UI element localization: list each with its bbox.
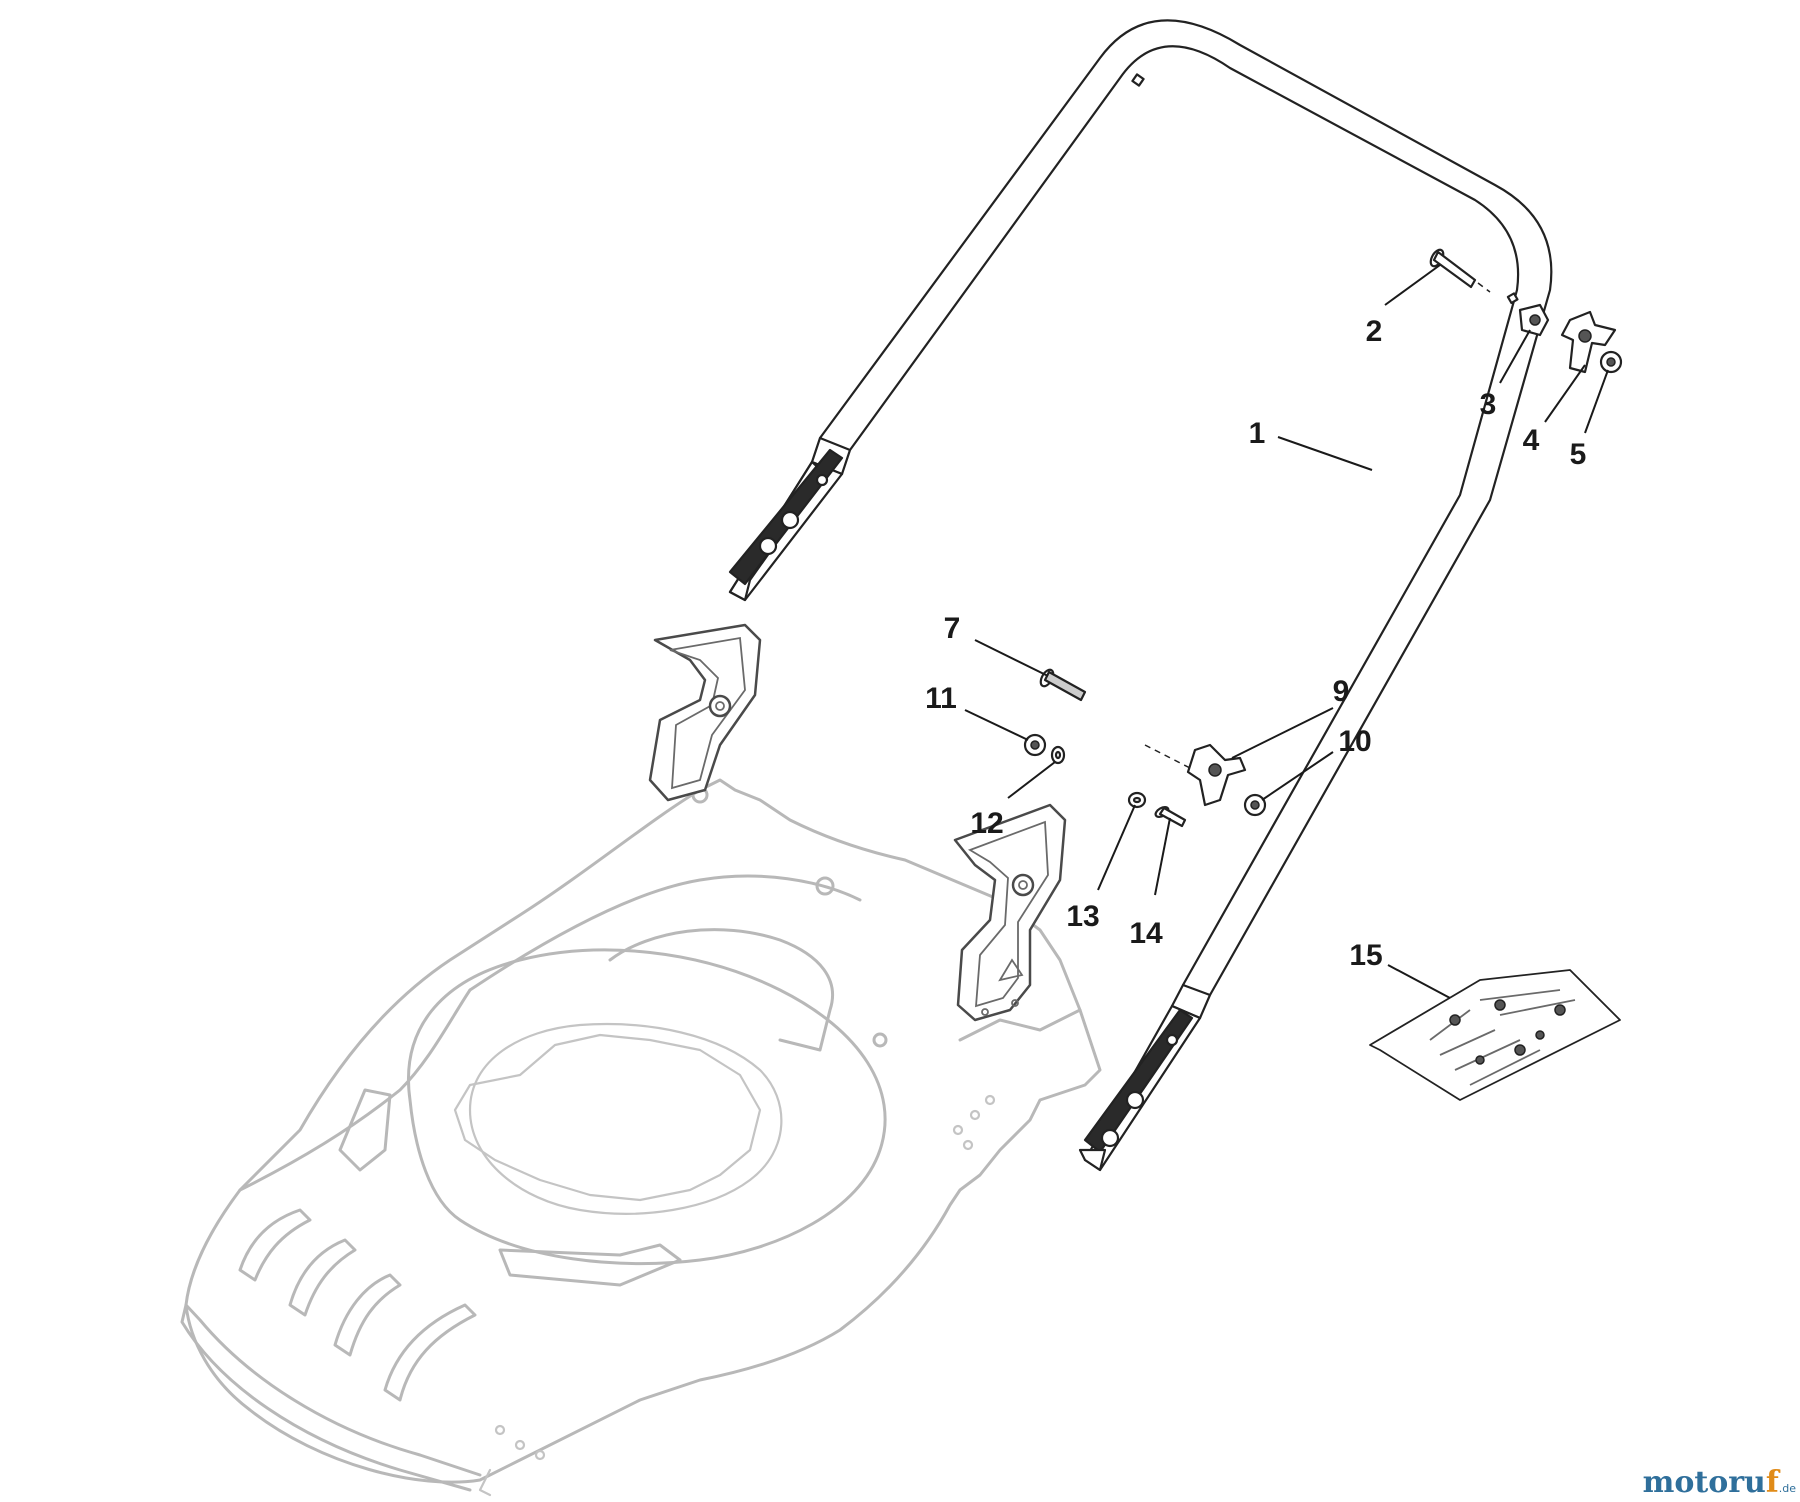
callout-12: 12 xyxy=(970,807,1003,840)
callout-15: 15 xyxy=(1349,939,1382,972)
callout-11: 11 xyxy=(925,682,957,715)
logo-text-accent: f xyxy=(1765,1465,1779,1500)
callout-2: 2 xyxy=(1366,315,1383,348)
callout-9: 9 xyxy=(1333,675,1350,708)
bolt-7 xyxy=(1039,668,1087,702)
cam-washer-3 xyxy=(1518,303,1550,337)
callout-10: 10 xyxy=(1338,725,1371,758)
hardware-kit-bag-15 xyxy=(1369,969,1621,1101)
leader-14 xyxy=(1154,817,1171,896)
callout-7: 7 xyxy=(944,612,961,645)
callout-14: 14 xyxy=(1129,917,1163,950)
nut-11 xyxy=(1023,733,1047,757)
leader-11 xyxy=(964,709,1029,741)
callout-4: 4 xyxy=(1523,424,1540,457)
leader-15 xyxy=(1387,964,1451,999)
mower-deck xyxy=(180,778,1102,1497)
leader-lines xyxy=(964,264,1609,999)
callout-3: 3 xyxy=(1480,388,1497,421)
callout-13: 13 xyxy=(1066,900,1099,933)
left-handle-bracket xyxy=(648,623,762,802)
callout-1: 1 xyxy=(1249,417,1266,450)
knob-9 xyxy=(1144,743,1247,807)
washer-13 xyxy=(1127,791,1147,809)
nut-5 xyxy=(1599,350,1623,374)
screw-14 xyxy=(1154,805,1187,828)
logo-text-main: motoru xyxy=(1642,1465,1766,1500)
leader-9 xyxy=(1231,707,1334,759)
washer-12 xyxy=(1050,745,1066,765)
leader-7 xyxy=(974,639,1049,677)
leader-3 xyxy=(1499,329,1531,384)
callout-labels: 1 2 3 4 5 7 9 10 11 12 13 14 15 xyxy=(925,315,1586,972)
leader-13 xyxy=(1097,804,1136,891)
leader-4 xyxy=(1544,364,1586,423)
callout-5: 5 xyxy=(1570,438,1587,471)
leader-12 xyxy=(1007,761,1056,799)
nut-10 xyxy=(1243,793,1267,817)
logo-text-tld: .de xyxy=(1778,1482,1796,1495)
bolt-2 xyxy=(1429,248,1491,293)
motoruf-logo: motoruf.de xyxy=(1643,1468,1796,1498)
right-handle-bracket xyxy=(953,803,1067,1022)
leader-10 xyxy=(1261,751,1334,801)
leader-1 xyxy=(1277,436,1373,471)
leader-5 xyxy=(1584,369,1609,434)
leader-2 xyxy=(1384,264,1441,306)
knob-4 xyxy=(1560,310,1617,374)
handle-tube xyxy=(728,19,1553,1172)
